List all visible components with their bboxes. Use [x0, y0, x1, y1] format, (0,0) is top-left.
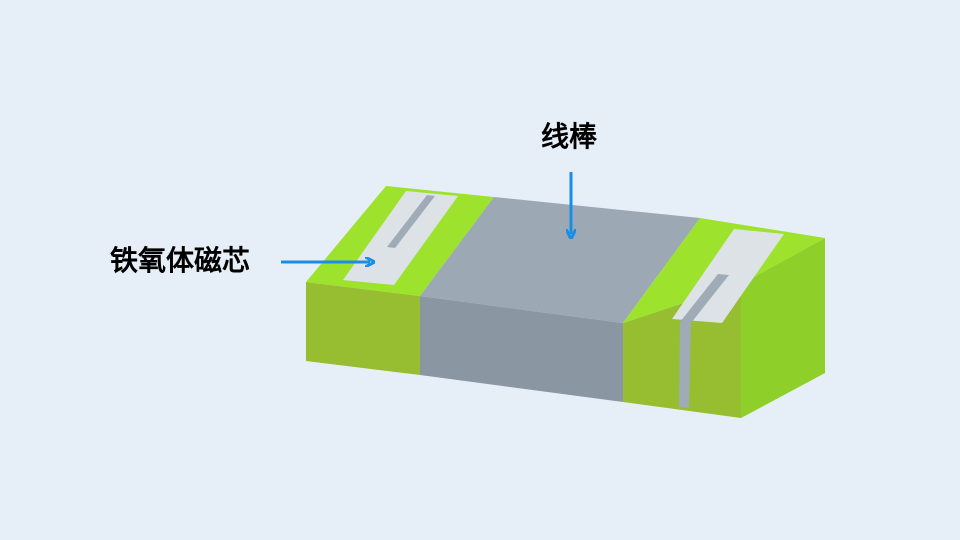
right-terminal-band — [679, 320, 691, 408]
body-right-face — [741, 238, 825, 418]
ferrite-core-label: 铁氧体磁芯 — [110, 244, 251, 277]
top-gray-middle — [420, 197, 700, 323]
left-terminal-slot — [387, 195, 435, 248]
front-green-left — [306, 282, 420, 375]
right-terminal-slot — [680, 274, 729, 323]
wire-rod-label: 线棒 — [541, 120, 598, 153]
front-gray-middle — [420, 296, 623, 402]
